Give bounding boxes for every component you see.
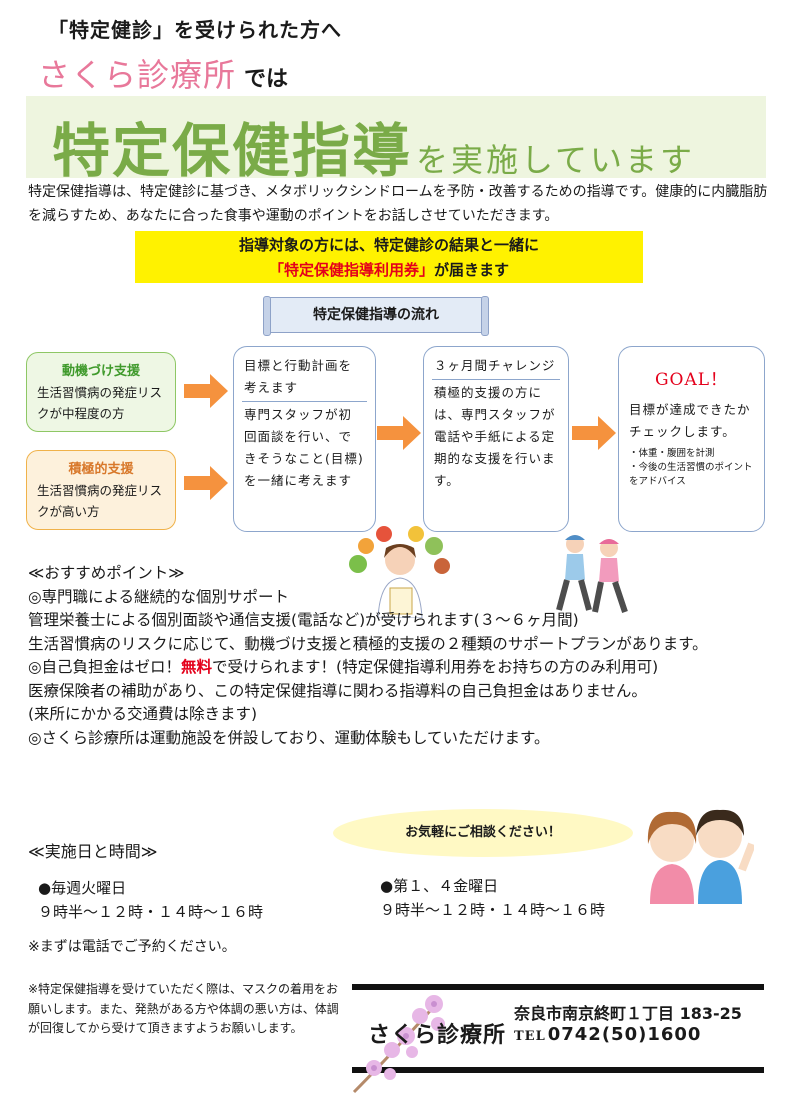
flow-step-goal: GOAL！ 目標が達成できたかチェックします。 ・体重・腹囲を計測 ・今後の生活… xyxy=(618,346,765,532)
arrow-right-icon xyxy=(184,466,228,500)
intro-text: 特定保健指導は、特定健診に基づき、メタボリックシンドロームを予防・改善するための… xyxy=(28,184,768,224)
goal-body: 目標が達成できたかチェックします。 xyxy=(629,402,751,439)
page-title: 特定保健指導 を実施しています xyxy=(52,104,695,188)
flow-step-challenge: ３ヶ月間チャレンジ 積極的支援の方には、専門スタッフが電話や手紙による定期的な支… xyxy=(423,346,569,532)
reservation-note: ※まずは電話でご予約ください。 xyxy=(28,939,236,955)
cherry-blossom-illustration xyxy=(346,990,466,1096)
flow-step-title: 目標と行動計画を考えます xyxy=(244,358,353,395)
schedule-heading: ≪実施日と時間≫ xyxy=(28,842,158,861)
schedule-time: ９時半～１２時・１４時～１６時 xyxy=(38,903,264,921)
point-title-post: で受けられます！(特定保健指導利用券をお持ちの方のみ利用可) xyxy=(212,658,659,676)
point-title-pre: ◎自己負担金はゼロ！ xyxy=(28,658,182,676)
support-type-desc: 生活習慣病の発症リスクが中程度の方 xyxy=(37,385,163,421)
support-type-title: 動機づけ支援 xyxy=(61,364,140,379)
clinic-heading: さくら診療所 では xyxy=(38,50,288,96)
support-type-active: 積極的支援 生活習慣病の発症リスクが高い方 xyxy=(26,450,176,530)
flow-step-body: 専門スタッフが初回面談を行い、できそうなこと(目標)を一緒に考えます xyxy=(244,407,364,488)
points-heading: ≪おすすめポイント≫ xyxy=(28,564,185,582)
clinic-name: さくら診療所 xyxy=(38,56,237,94)
title-banner xyxy=(26,96,766,178)
schedule-tuesday: ●毎週火曜日 ９時半～１２時・１４時～１６時 xyxy=(38,876,263,924)
nutritionist-illustration xyxy=(344,524,454,619)
arrow-right-icon xyxy=(184,374,228,408)
mask-note: ※特定保健指導を受けていただく際は、マスクの着用をお願いします。また、発熱がある… xyxy=(28,982,339,1035)
arrow-right-icon xyxy=(572,416,616,450)
free-label: 無料 xyxy=(181,658,213,676)
notice-line2: 「特定保健指導利用券」が届きます xyxy=(135,258,643,283)
lead-heading: 「特定健診」を受けられた方へ xyxy=(48,18,342,42)
support-type-desc: 生活習慣病の発症リスクが高い方 xyxy=(37,483,163,519)
notice-box: 指導対象の方には、特定健診の結果と一緒に 「特定保健指導利用券」が届きます xyxy=(135,231,643,283)
schedule-day: ●第１、４金曜日 xyxy=(380,877,499,895)
flow-heading: 特定保健指導の流れ xyxy=(263,296,489,336)
point-title: ◎専門職による継続的な個別サポート xyxy=(28,587,290,606)
schedule-day: ●毎週火曜日 xyxy=(38,879,127,897)
footer-address: 奈良市南京終町１丁目 183-25 xyxy=(514,1004,742,1023)
staff-illustration xyxy=(636,800,756,904)
clinic-suffix: では xyxy=(244,67,289,92)
flow-step-body: 積極的支援の方には、専門スタッフが電話や手紙による定期的な支援を行います。 xyxy=(434,385,556,488)
page-title-sub: を実施しています xyxy=(416,141,696,179)
flow-step-title: ３ヶ月間チャレンジ xyxy=(434,358,556,373)
point-text: 医療保険者の補助があり、この特定保健指導に関わる指導料の自己負担金はありません。 xyxy=(28,681,647,700)
arrow-right-icon xyxy=(377,416,421,450)
footer-divider xyxy=(352,1067,764,1073)
point-title: ◎自己負担金はゼロ！無料で受けられます！(特定保健指導利用券をお持ちの方のみ利用… xyxy=(28,656,773,680)
consult-bubble: お気軽にご相談ください！ xyxy=(333,809,633,857)
point-text: (来所にかかる交通費は除きます) xyxy=(28,705,258,723)
footer-clinic-name: さくら診療所 xyxy=(368,1023,507,1048)
recommended-points: ≪おすすめポイント≫ ◎専門職による継続的な個別サポート 管理栄養士による個別面… xyxy=(28,562,773,750)
flow-step-plan: 目標と行動計画を考えます 専門スタッフが初回面談を行い、できそうなこと(目標)を… xyxy=(233,346,376,532)
point-text: 生活習慣病のリスクに応じて、動機づけ支援と積極的支援の２種類のサポートプランがあ… xyxy=(28,634,708,653)
page-title-main: 特定保健指導 xyxy=(52,117,413,185)
point-title: ◎さくら診療所は運動施設を併設しており、運動体験もしていただけます。 xyxy=(28,728,550,747)
walking-couple-illustration xyxy=(545,530,640,616)
divider xyxy=(432,379,560,380)
phone-icon: TEL xyxy=(514,1029,546,1044)
footer-divider xyxy=(352,984,764,990)
goal-item: ・体重・腹囲を計測 xyxy=(629,448,715,459)
phone-number: 0742(50)1600 xyxy=(547,1024,702,1045)
notice-ticket: 「特定保健指導利用券」 xyxy=(268,261,434,279)
notice-line1: 指導対象の方には、特定健診の結果と一緒に xyxy=(238,236,539,254)
goal-label: GOAL！ xyxy=(654,370,729,390)
goal-item: ・今後の生活習慣のポイントをアドバイス xyxy=(629,462,753,487)
schedule-time: ９時半～１２時・１４時～１６時 xyxy=(380,901,606,919)
schedule-friday: ●第１、４金曜日 ９時半～１２時・１４時～１６時 xyxy=(380,874,605,922)
divider xyxy=(242,401,367,402)
goal-items: ・体重・腹囲を計測 ・今後の生活習慣のポイントをアドバイス xyxy=(629,447,754,489)
notice-line2-tail: が届きます xyxy=(434,261,510,279)
support-type-motivation: 動機づけ支援 生活習慣病の発症リスクが中程度の方 xyxy=(26,352,176,432)
support-type-title: 積極的支援 xyxy=(68,462,134,477)
point-text: 管理栄養士による個別面談や通信支援(電話など)が受けられます(３～６ヶ月間) xyxy=(28,611,579,629)
